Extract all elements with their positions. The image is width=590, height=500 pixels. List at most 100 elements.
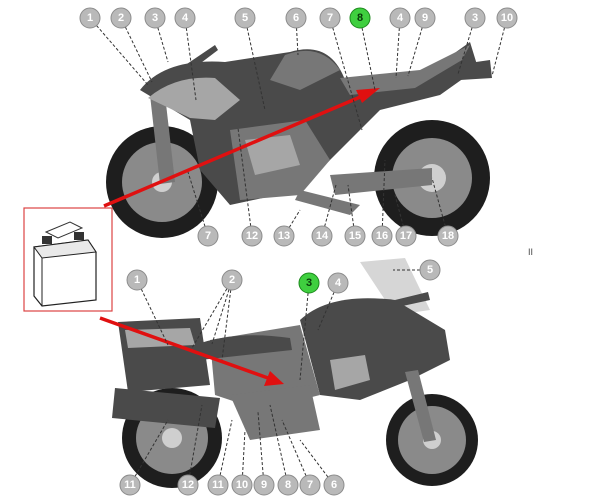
top_bike-leader-line [184,17,197,101]
top-bike-callout-13: 13 [273,225,295,247]
bottom_bike-leader-line [187,404,203,486]
top_bike-leader-line [359,17,376,91]
callout-number: 7 [327,12,333,24]
callout-number: 8 [285,479,291,491]
top-bike-callout-3: 3 [464,7,486,29]
top_bike-leader-line [120,17,153,83]
bottom_bike-leader-line [221,279,233,361]
top-bike-callout-18: 18 [437,225,459,247]
top_bike-leader-line [347,184,356,237]
top-bike-callout-12: 12 [241,225,263,247]
top-bike-callout-1: 1 [79,7,101,29]
callout-number: 7 [205,230,211,242]
bottom-motorcycle [112,258,478,488]
battery-inset [23,207,113,312]
bottom-bike-callout-10: 10 [231,474,253,496]
top-bike-callout-10: 10 [496,7,518,29]
top-bike-callout-17: 17 [395,225,417,247]
top_bike-leader-line [187,171,209,237]
top-bike-callout-4: 4 [174,7,196,29]
arrow-to-top-bike [103,93,366,208]
bottom_bike-leader-line [299,282,310,381]
top-bike-callout-15: 15 [344,225,366,247]
bottom-bike-callout-11: 11 [207,474,229,496]
side-note-text: II [528,247,534,257]
callout-number: 9 [261,479,267,491]
top-bike-callout-2: 2 [110,7,132,29]
callout-number: 8 [357,12,363,24]
bottom-bike-callout-5: 5 [419,259,441,281]
callout-number: 3 [306,277,312,289]
callout-number: 4 [335,277,342,289]
callout-number: 2 [118,12,124,24]
arrow-head-bottom [264,371,284,386]
bottom_bike-leader-line [317,282,339,331]
top-bike-callout-9: 9 [414,7,436,29]
top-bike-callout-5: 5 [234,7,256,29]
callout-number: 13 [278,230,290,242]
bottom_bike-leader-line [257,411,265,486]
callout-number: 7 [307,479,313,491]
top-bike-callout-7: 7 [319,7,341,29]
top-bike-callout-3: 3 [144,7,166,29]
callout-number: 15 [349,230,361,242]
callout-number: 11 [212,479,224,491]
bottom-bike-callout-2: 2 [221,269,243,291]
callout-number: 9 [422,12,428,24]
top-bike-callout-6: 6 [285,7,307,29]
bottom-bike-callout-4: 4 [327,272,349,294]
callout-number: 17 [400,230,412,242]
callout-number: 10 [236,479,248,491]
bottom_bike-leader-line [129,419,169,486]
callout-number: 16 [376,230,388,242]
callout-number: 3 [152,12,158,24]
callout-number: 18 [442,230,454,242]
callout-number: 5 [242,12,248,24]
bottom_bike-leader-line [136,279,169,346]
bottom_bike-leader-line [211,279,233,345]
callout-number: 1 [134,274,140,286]
leader-lines [89,17,508,486]
top_bike-leader-line [237,127,253,237]
callout-number: 12 [246,230,258,242]
callout-number: 6 [293,12,299,24]
callout-number: 6 [331,479,337,491]
bottom-bike-callout-7: 7 [299,474,321,496]
pointer-arrows [99,88,380,386]
top_bike-leader-line [381,159,386,237]
top_bike-leader-line [321,184,337,237]
callout-number: 4 [182,12,189,24]
bottom_bike-leader-line [241,429,246,486]
bottom-bike-callout-11: 11 [119,474,141,496]
bottom_bike-leader-line [281,419,311,486]
callout-number: 10 [501,12,513,24]
arrow-to-bottom-bike [99,316,269,380]
bottom_bike-leader-line [269,404,289,486]
callout-number: 3 [472,12,478,24]
callout-number: 5 [427,264,433,276]
arrow-head-top [356,88,380,103]
top-bike-callout-8: 8 [349,7,371,29]
bottom-bike-callout-1: 1 [126,269,148,291]
callout-number: 11 [124,479,136,491]
top-bike-callout-14: 14 [311,225,333,247]
top_bike-leader-line [329,17,363,131]
bottom-bike-callout-9: 9 [253,474,275,496]
bottom-bike-callout-12: 12 [177,474,199,496]
callout-number: 12 [182,479,194,491]
callout-number: 4 [397,12,404,24]
bottom-bike-callout-8: 8 [277,474,299,496]
top-motorcycle [106,42,492,238]
top-bike-callout-7: 7 [197,225,219,247]
bottom_bike-leader-line [299,439,335,486]
top-bike-callout-4: 4 [389,7,411,29]
bottom-bike-callout-3: 3 [298,272,320,294]
callout-number: 2 [229,274,235,286]
bottom-bike-callout-6: 6 [323,474,345,496]
top-bike-callout-16: 16 [371,225,393,247]
top_bike-leader-line [244,17,266,111]
bottom_bike-leader-line [217,419,233,486]
bottom_bike-leader-line [191,279,233,349]
